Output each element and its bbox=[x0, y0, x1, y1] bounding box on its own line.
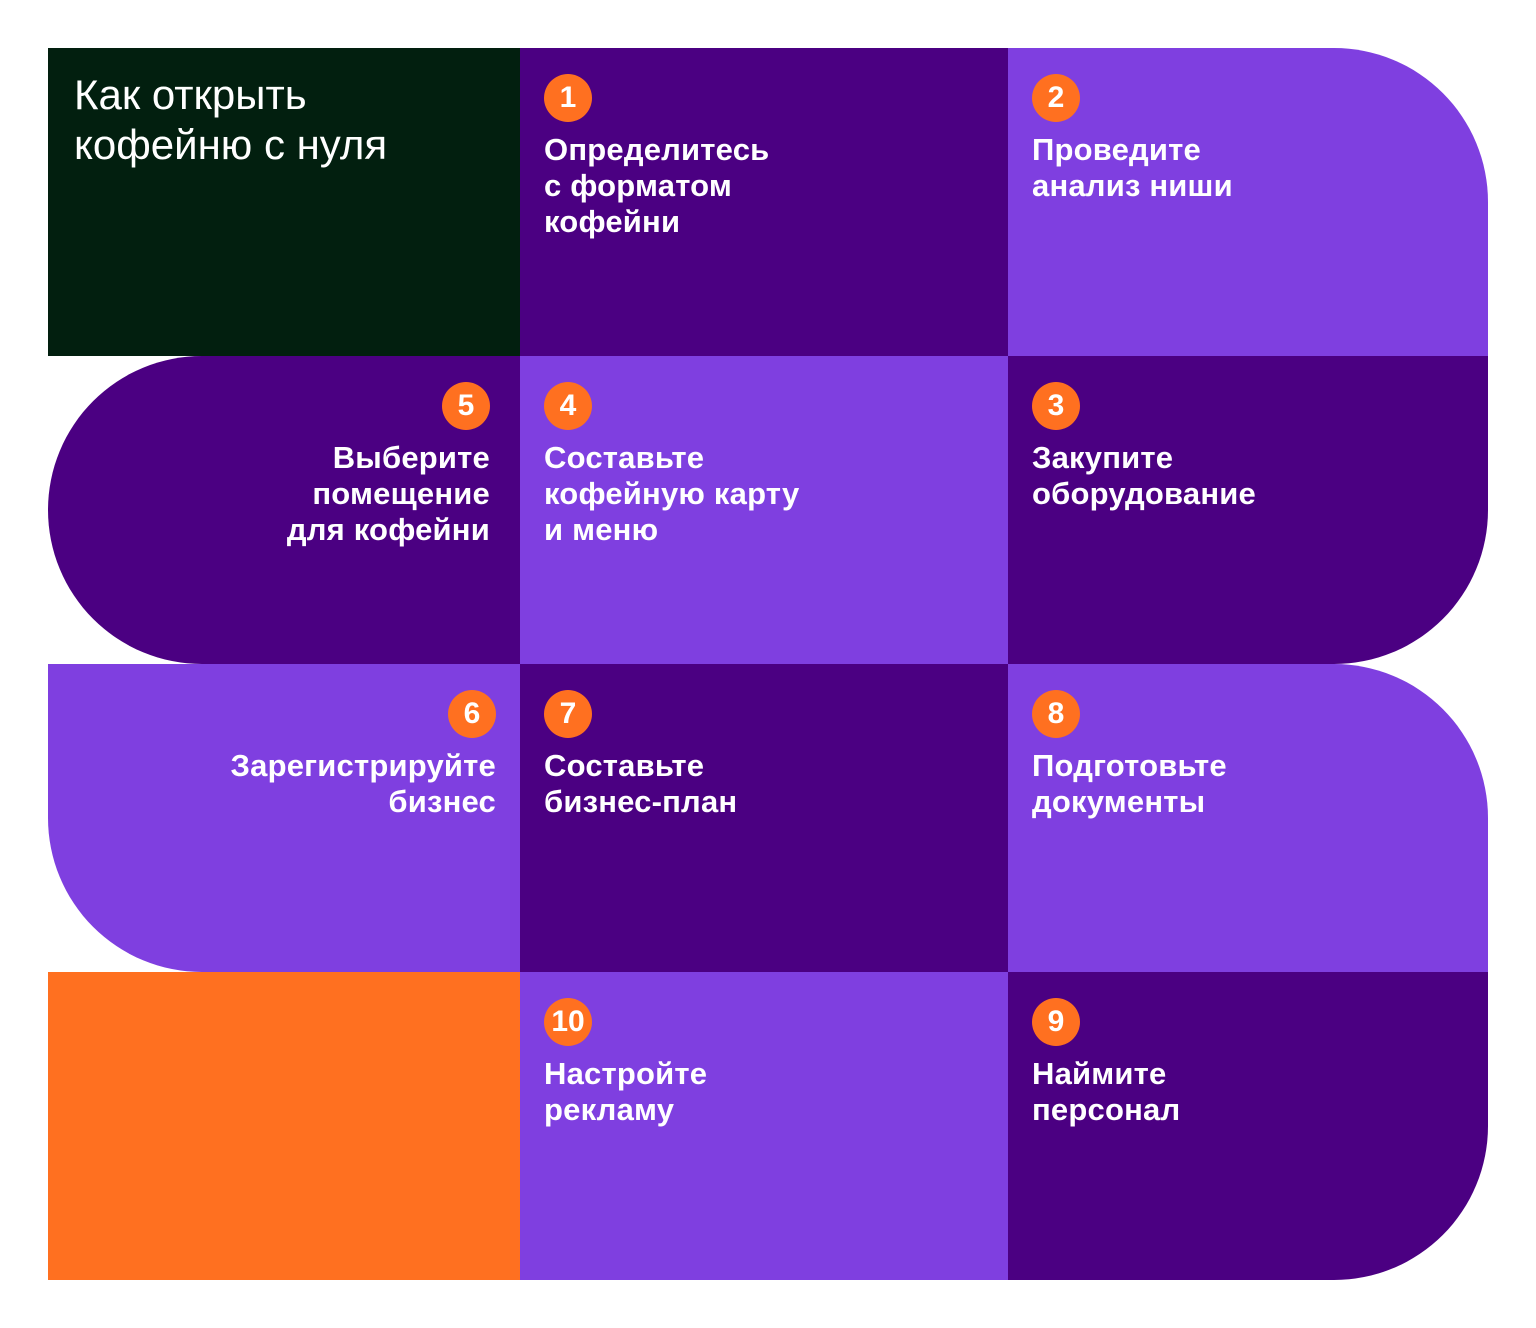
step-number-badge: 10 bbox=[544, 998, 592, 1046]
title-tile: Как открыть кофейню с нуля bbox=[48, 48, 520, 356]
step-number-badge: 2 bbox=[1032, 74, 1080, 122]
step-4-tile: 4 Составьте кофейную карту и меню bbox=[520, 356, 1008, 664]
step-2-tile: 2 Проведите анализ ниши bbox=[1008, 48, 1488, 356]
step-number-badge: 7 bbox=[544, 690, 592, 738]
step-7-tile: 7 Составьте бизнес-план bbox=[520, 664, 1008, 972]
step-number-badge: 9 bbox=[1032, 998, 1080, 1046]
step-10-tile: 10 Настройте рекламу bbox=[520, 972, 1008, 1280]
step-label: Наймите персонал bbox=[1032, 1056, 1181, 1127]
step-9-tile: 9 Наймите персонал bbox=[1008, 972, 1488, 1280]
step-number-badge: 8 bbox=[1032, 690, 1080, 738]
step-number-badge: 4 bbox=[544, 382, 592, 430]
accent-block bbox=[48, 972, 520, 1280]
step-number-badge: 3 bbox=[1032, 382, 1080, 430]
step-label: Зарегистрируйте бизнес bbox=[230, 748, 496, 819]
step-3-tile: 3 Закупите оборудование bbox=[1008, 356, 1488, 664]
step-label: Закупите оборудование bbox=[1032, 440, 1256, 511]
page-title: Как открыть кофейню с нуля bbox=[74, 71, 388, 168]
step-label: Составьте кофейную карту и меню bbox=[544, 440, 800, 547]
step-number-badge: 6 bbox=[448, 690, 496, 738]
step-1-tile: 1 Определитесь с форматом кофейни bbox=[520, 48, 1008, 356]
step-label: Подготовьте документы bbox=[1032, 748, 1227, 819]
step-label: Выберите помещение для кофейни bbox=[286, 440, 490, 547]
step-label: Настройте рекламу bbox=[544, 1056, 708, 1127]
step-5-tile: 5 Выберите помещение для кофейни bbox=[48, 356, 520, 664]
step-number-badge: 5 bbox=[442, 382, 490, 430]
step-number-badge: 1 bbox=[544, 74, 592, 122]
step-8-tile: 8 Подготовьте документы bbox=[1008, 664, 1488, 972]
step-label: Проведите анализ ниши bbox=[1032, 132, 1233, 203]
step-6-tile: 6 Зарегистрируйте бизнес bbox=[48, 664, 520, 972]
step-label: Составьте бизнес-план bbox=[544, 748, 738, 819]
step-label: Определитесь с форматом кофейни bbox=[544, 132, 770, 239]
